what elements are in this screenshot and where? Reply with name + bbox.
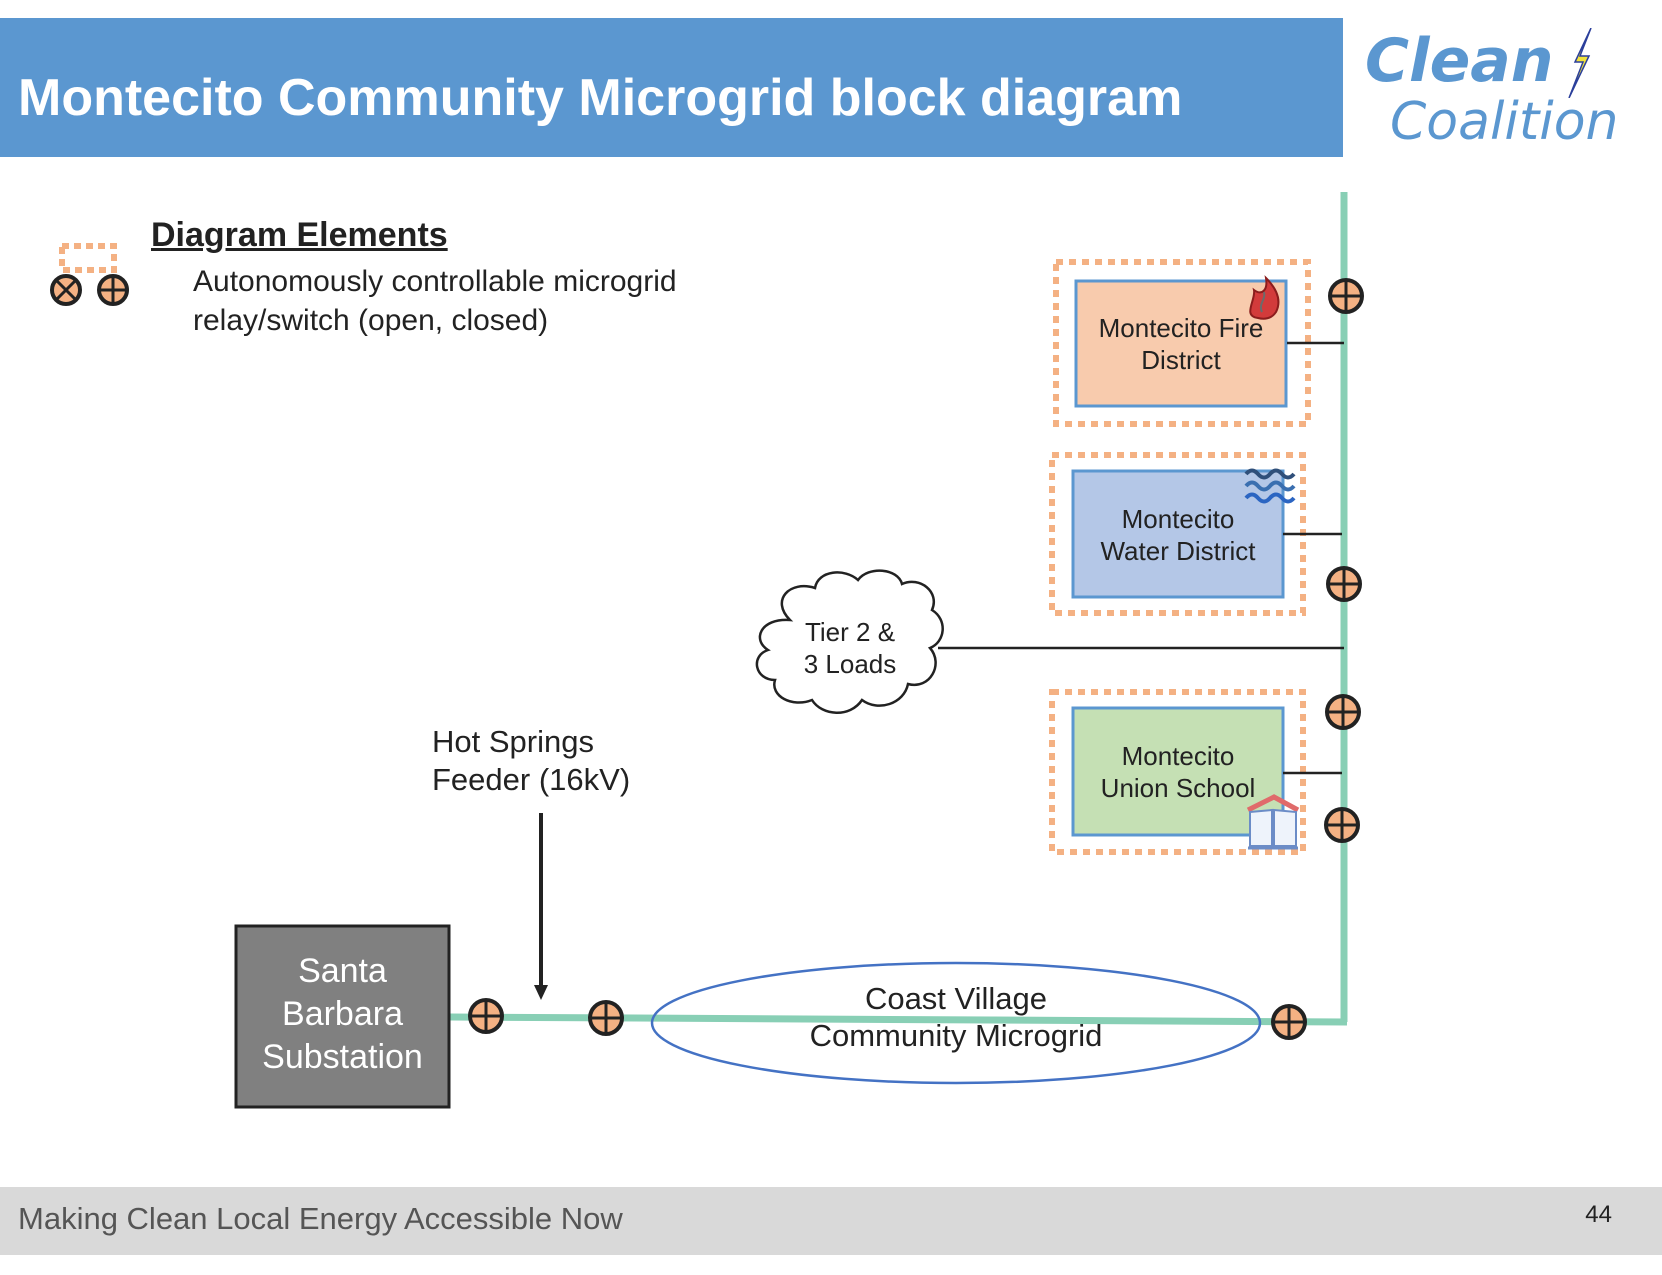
tier-loads-label: Tier 2 & 3 Loads — [770, 616, 930, 680]
feeder-label: Hot Springs Feeder (16kV) — [432, 723, 630, 799]
legend-dashed-boundary — [59, 243, 117, 273]
feeder-label-line1: Hot Springs — [432, 724, 594, 759]
page-number: 44 — [1585, 1201, 1612, 1228]
school-label-line2: Union School — [1100, 773, 1256, 803]
coast-village-label: Coast Village Community Microgrid — [700, 980, 1212, 1054]
legend-title: Diagram Elements — [151, 216, 448, 254]
legend-description: Autonomously controllable microgrid rela… — [193, 262, 677, 340]
legend-switch-closed-icon — [97, 274, 129, 306]
footer-tagline: Making Clean Local Energy Accessible Now — [18, 1201, 623, 1236]
footer-bar: Making Clean Local Energy Accessible Now… — [0, 1187, 1662, 1255]
feeder-label-line2: Feeder (16kV) — [432, 762, 631, 797]
substation-label: Santa Barbara Substation — [235, 950, 450, 1079]
fire-district-label: Montecito Fire District — [1076, 312, 1286, 376]
legend-description-line2: relay/switch (open, closed) — [193, 304, 549, 337]
union-school-label: Montecito Union School — [1073, 740, 1283, 804]
switch-closed-icon[interactable] — [1328, 278, 1364, 314]
fire-icon — [1249, 275, 1280, 320]
tier-loads-cloud — [755, 569, 944, 714]
switch-closed-icon[interactable] — [1271, 1004, 1307, 1040]
header-bar: Montecito Community Microgrid block diag… — [0, 18, 1343, 157]
cloud-label-line2: 3 Loads — [803, 649, 897, 679]
page-title: Montecito Community Microgrid block diag… — [18, 69, 1183, 127]
switch-closed-icon[interactable] — [588, 1000, 624, 1036]
switch-closed-icon[interactable] — [1324, 807, 1360, 843]
clean-coalition-logo: Clean Coalition — [1365, 26, 1655, 156]
legend-switch-open-icon — [50, 274, 82, 306]
water-district-box — [1071, 469, 1285, 599]
water-label-line1: Montecito — [1121, 504, 1235, 534]
union-school-box — [1071, 706, 1285, 837]
feeder-arrow — [534, 813, 548, 1000]
water-waves-icon — [1244, 468, 1296, 504]
lightning-bolt-icon — [1568, 28, 1592, 98]
coast-label-line1: Coast Village — [864, 981, 1048, 1016]
fire-microgrid-boundary — [1053, 259, 1311, 427]
logo-coalition-text: Coalition — [1390, 92, 1619, 152]
substation-box — [234, 924, 451, 1109]
switch-closed-icon[interactable] — [1326, 566, 1362, 602]
school-label-line1: Montecito — [1121, 741, 1235, 771]
logo-clean-text: Clean — [1365, 26, 1554, 96]
water-label-line2: Water District — [1100, 536, 1256, 566]
legend-description-line1: Autonomously controllable microgrid — [193, 265, 677, 298]
school-book-icon — [1246, 794, 1300, 850]
coast-label-line2: Community Microgrid — [809, 1018, 1103, 1053]
fire-label-line1: Montecito Fire — [1098, 313, 1264, 343]
cloud-label-line1: Tier 2 & — [804, 617, 896, 647]
water-district-label: Montecito Water District — [1073, 503, 1283, 567]
substation-label-line3: Substation — [262, 1038, 423, 1076]
fire-district-box — [1074, 279, 1288, 408]
switch-closed-icon[interactable] — [1325, 694, 1361, 730]
switch-closed-icon[interactable] — [468, 998, 504, 1034]
substation-label-line1: Santa — [298, 952, 387, 990]
fire-label-line2: District — [1141, 345, 1221, 375]
substation-label-line2: Barbara — [282, 995, 403, 1033]
coast-village-ellipse — [650, 961, 1262, 1085]
